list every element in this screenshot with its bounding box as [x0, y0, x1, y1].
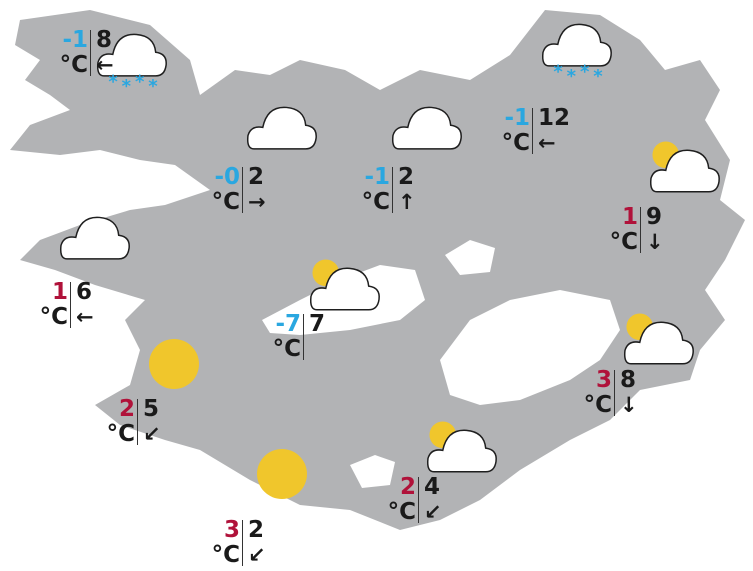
wind-speed-value: 4 — [424, 474, 441, 500]
temperature-unit: °C — [387, 499, 416, 525]
wind-speed-value: 9 — [646, 204, 663, 230]
svg-text:*: * — [593, 66, 603, 87]
temperature-value: 2 — [118, 396, 135, 422]
vatnajokull-glacier — [440, 290, 620, 405]
wind-direction-arrow-icon: ↓ — [646, 230, 664, 254]
divider — [137, 399, 138, 445]
wind-speed-value: 8 — [96, 27, 113, 53]
divider — [303, 314, 304, 360]
cloud-icon — [390, 103, 464, 155]
temperature-unit: °C — [106, 421, 135, 447]
temperature-value: 1 — [51, 279, 68, 305]
wind-speed-value: 6 — [76, 279, 93, 305]
temperature-value: 1 — [621, 204, 638, 230]
cloud-icon — [245, 103, 319, 155]
partly-cloudy-icon — [622, 312, 696, 369]
svg-text:*: * — [135, 72, 145, 93]
svg-text:*: * — [148, 76, 158, 97]
partly-cloudy-icon — [648, 140, 722, 197]
temperature-unit: °C — [272, 336, 301, 362]
cloud-icon — [58, 213, 132, 265]
partly-cloudy-icon — [308, 258, 382, 315]
wind-direction-arrow-icon: → — [248, 190, 266, 214]
temperature-value: -1 — [62, 27, 88, 53]
svg-text:*: * — [567, 66, 577, 87]
temperature-value: 2 — [399, 474, 416, 500]
wind-speed-value: 7 — [309, 311, 326, 337]
divider — [90, 30, 91, 76]
snow-cloud-icon: * * * * — [95, 30, 169, 104]
temperature-value: -7 — [275, 311, 301, 337]
partly-cloudy-icon — [425, 420, 499, 477]
temperature-unit: °C — [583, 392, 612, 418]
temperature-unit: °C — [501, 130, 530, 156]
divider — [242, 167, 243, 213]
myrdalsjokull-glacier — [350, 455, 395, 488]
temperature-unit: °C — [609, 229, 638, 255]
wind-direction-arrow-icon: ↓ — [620, 393, 638, 417]
divider — [532, 108, 533, 154]
temperature-value: -0 — [214, 164, 240, 190]
wind-direction-arrow-icon: ← — [76, 305, 94, 329]
wind-direction-arrow-icon: ← — [96, 53, 114, 77]
divider — [640, 207, 641, 253]
wind-speed-value: 2 — [248, 517, 265, 543]
temperature-value: -1 — [504, 105, 530, 131]
divider — [392, 167, 393, 213]
temperature-value: 3 — [595, 367, 612, 393]
wind-speed-value: 8 — [620, 367, 637, 393]
svg-text:*: * — [122, 76, 132, 97]
wind-direction-arrow-icon: ↙ — [424, 500, 442, 524]
wind-speed-value: 2 — [248, 164, 265, 190]
divider — [614, 370, 615, 416]
svg-text:*: * — [580, 62, 590, 83]
temperature-unit: °C — [59, 52, 88, 78]
temperature-unit: °C — [211, 542, 240, 568]
wind-direction-arrow-icon: ↙ — [248, 543, 266, 567]
wind-speed-value: 2 — [398, 164, 415, 190]
sun-icon — [148, 338, 200, 394]
wind-direction-arrow-icon: ← — [538, 131, 556, 155]
wind-speed-value: 5 — [143, 396, 160, 422]
wind-direction-arrow-icon: ↑ — [398, 190, 416, 214]
divider — [242, 520, 243, 566]
svg-text:*: * — [553, 62, 563, 83]
wind-direction-arrow-icon: ↙ — [143, 422, 161, 446]
sun-icon — [256, 448, 308, 504]
divider — [70, 282, 71, 328]
temperature-unit: °C — [39, 304, 68, 330]
temperature-value: -1 — [364, 164, 390, 190]
temperature-unit: °C — [361, 189, 390, 215]
snow-cloud-icon: * * * * — [540, 20, 614, 94]
divider — [418, 477, 419, 523]
wind-speed-value: 12 — [538, 105, 571, 131]
svg-text:*: * — [108, 72, 118, 93]
hofsjokull-glacier — [445, 240, 495, 275]
temperature-value: 3 — [223, 517, 240, 543]
temperature-unit: °C — [211, 189, 240, 215]
